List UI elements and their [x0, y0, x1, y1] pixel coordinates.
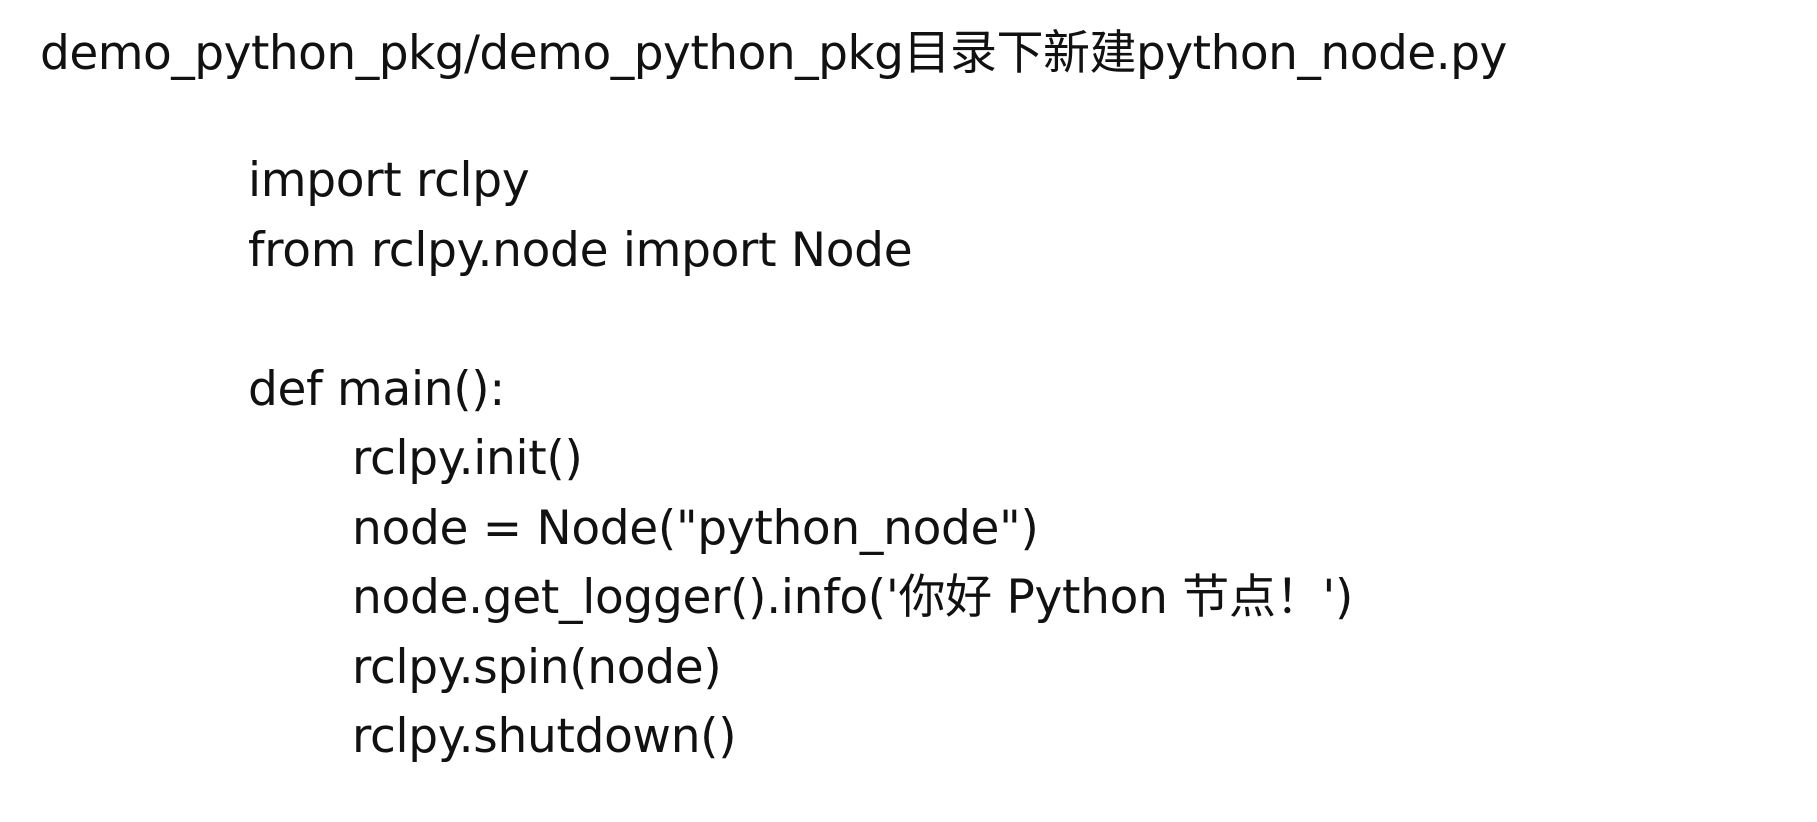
page-title: demo_python_pkg/demo_python_pkg目录下新建pyth… [40, 26, 1507, 81]
code-line-import-rclpy: import rclpy [248, 153, 530, 208]
code-line-logger-info: node.get_logger().info('你好 Python 节点！') [352, 570, 1354, 625]
code-block: import rclpy from rclpy.node import Node… [248, 146, 1353, 772]
code-line-import-node: from rclpy.node import Node [248, 222, 913, 278]
code-line-node-create: node = Node("python_node") [352, 500, 1039, 556]
code-line-blank [248, 285, 1353, 355]
code-line-rclpy-spin: rclpy.spin(node) [352, 639, 722, 695]
code-line-rclpy-init: rclpy.init() [352, 431, 583, 486]
code-line-def-main: def main(): [248, 361, 505, 417]
code-line-rclpy-shutdown: rclpy.shutdown() [352, 709, 737, 764]
